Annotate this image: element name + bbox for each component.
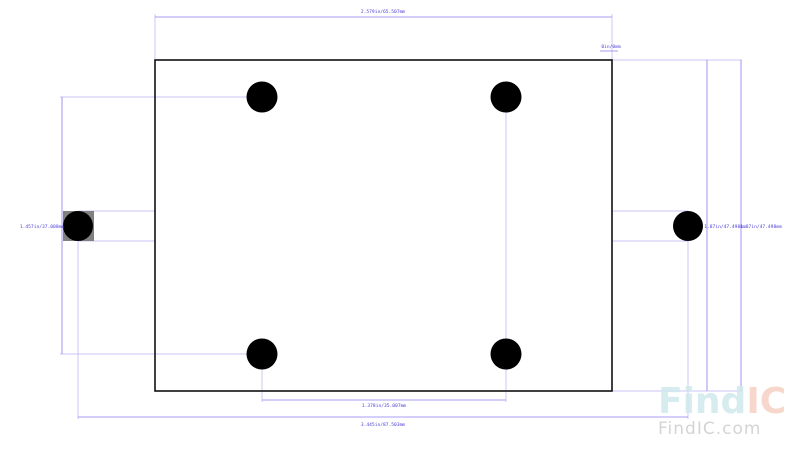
watermark-logo-find: Find — [658, 381, 746, 422]
hole-bottom-right — [490, 338, 522, 370]
dim-bottom-spacing-label: 1.378in/35.007mm — [362, 403, 406, 409]
dim-bottom-total-label: 3.445in/87.503mm — [361, 422, 405, 428]
watermark-logo-ic: IC — [746, 381, 786, 422]
dim-left-height-label: 1.457in/37.008mm — [20, 224, 64, 230]
dim-right-outer-label: 1.87in/47.498mm — [740, 224, 782, 230]
findic-watermark: FindIC FindIC.com — [658, 381, 786, 439]
pad-right-hole — [673, 211, 703, 241]
dim-top-width-label: 2.579in/65.507mm — [361, 9, 405, 15]
hole-bottom-left — [246, 338, 278, 370]
dim-top-right-offset-label: 0in/0mm — [601, 44, 621, 50]
board-outline — [154, 59, 613, 392]
pad-left-hole — [63, 211, 93, 241]
watermark-logo: FindIC — [658, 381, 786, 422]
hole-top-right — [490, 81, 522, 113]
watermark-url: FindIC.com — [658, 419, 761, 439]
dim-right-inner-label: 1.87in/47.498mm — [704, 224, 746, 230]
hole-top-left — [246, 81, 278, 113]
